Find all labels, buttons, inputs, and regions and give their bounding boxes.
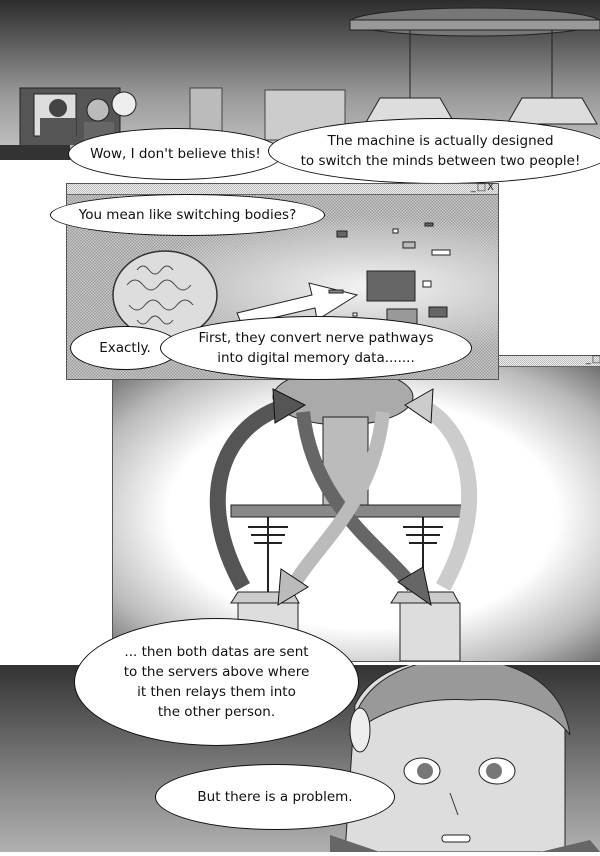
bubble-text: Exactly. xyxy=(99,340,151,356)
machine-diagram xyxy=(113,367,600,662)
bubble-text: to the servers above where xyxy=(123,664,310,680)
bubble-text: The machine is actually designed xyxy=(327,133,554,149)
bubble-text: You mean like switching bodies? xyxy=(78,207,297,223)
bubble-text: to switch the minds between two people! xyxy=(300,153,581,169)
mind-switch-machine-illustration xyxy=(209,368,478,662)
bubble-text: But there is a problem. xyxy=(197,789,353,805)
speech-bubble-wow: Wow, I don't believe this! xyxy=(68,128,283,180)
speech-bubble-problem: But there is a problem. xyxy=(155,764,395,830)
bubble-text: First, they convert nerve pathways xyxy=(198,330,434,346)
bubble-text: ... then both datas are sent xyxy=(124,644,309,660)
machine-window: _□X xyxy=(112,354,600,662)
character-face-illustration xyxy=(330,656,600,853)
window-titlebar[interactable]: _□X xyxy=(67,182,498,195)
window-controls[interactable]: _□X xyxy=(470,182,495,193)
bubble-text: Wow, I don't believe this! xyxy=(90,146,261,162)
speech-bubble-servers: ... then both datas are sent to the serv… xyxy=(74,618,359,746)
bubble-text: it then relays them into xyxy=(137,684,296,700)
speech-bubble-machine: The machine is actually designed to swit… xyxy=(268,118,600,184)
window-controls[interactable]: _□X xyxy=(585,354,600,365)
speech-bubble-convert: First, they convert nerve pathways into … xyxy=(160,316,472,380)
speech-bubble-switching-bodies: You mean like switching bodies? xyxy=(50,194,325,236)
bubble-text: the other person. xyxy=(157,704,276,720)
bubble-text: into digital memory data....... xyxy=(217,350,415,366)
